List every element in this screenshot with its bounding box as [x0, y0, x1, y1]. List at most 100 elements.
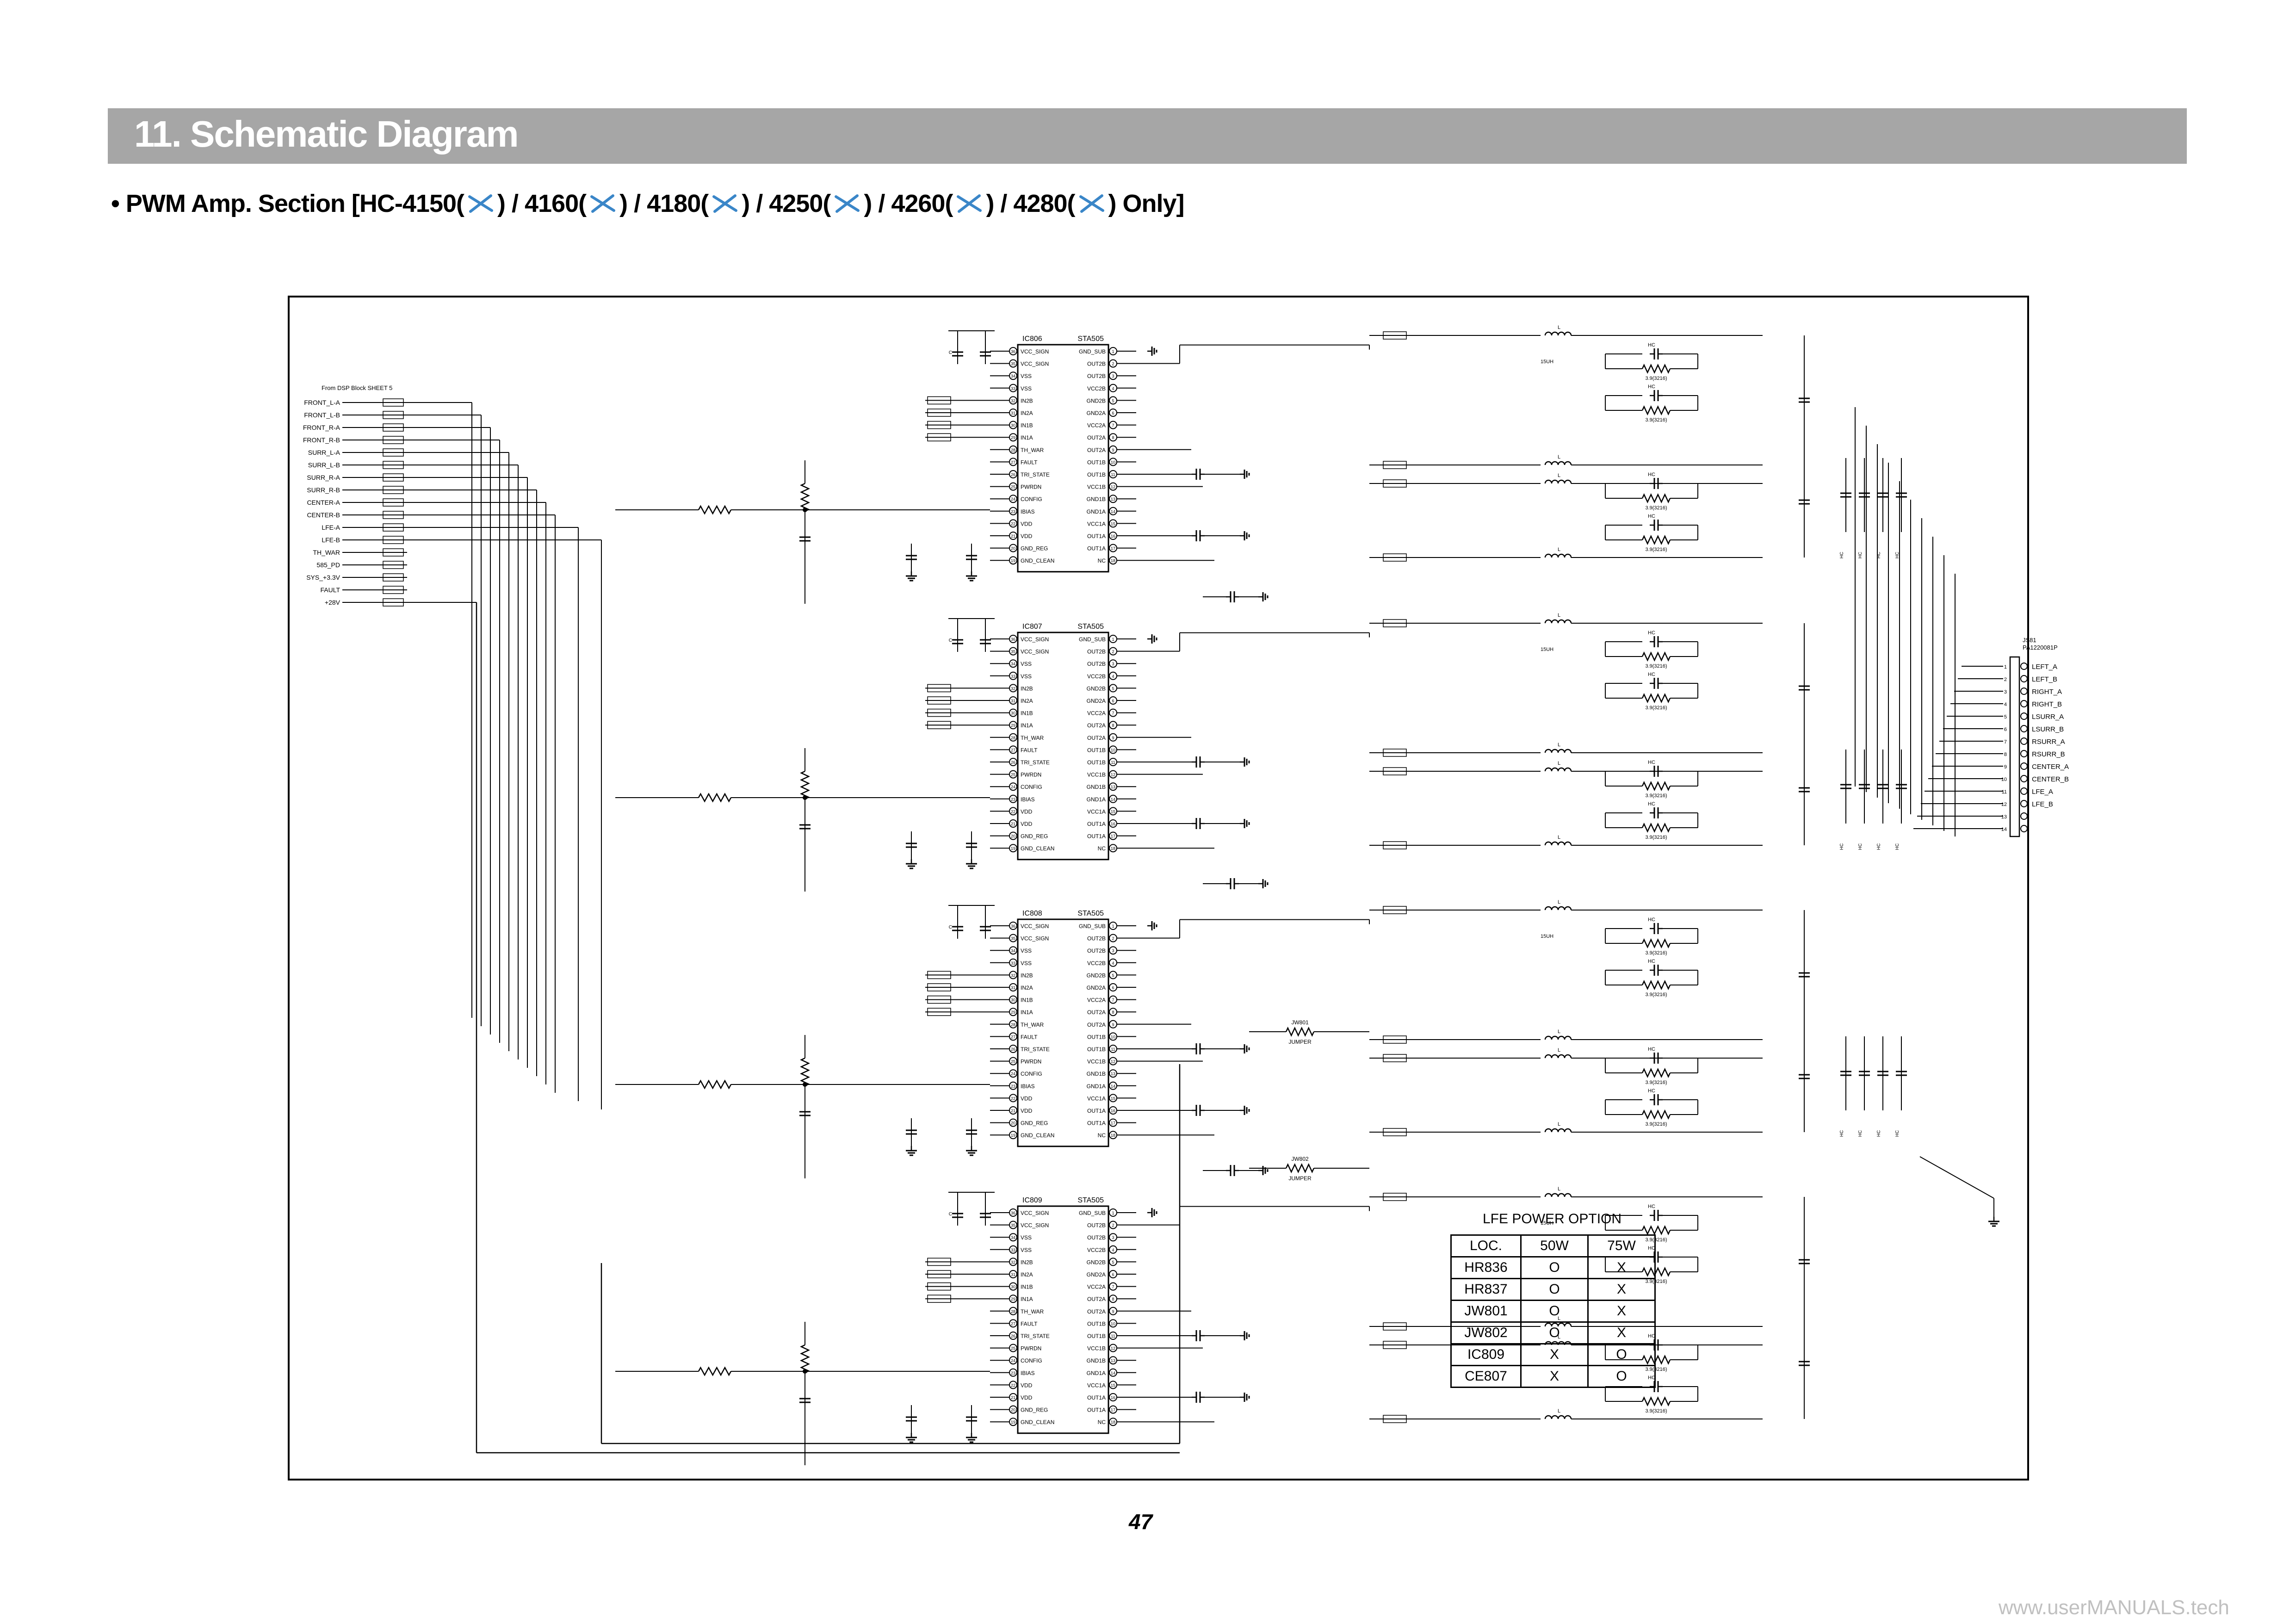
table-cell: O — [1520, 1300, 1589, 1323]
pin-name: VSS — [1021, 373, 1032, 379]
pin-number: 28 — [1011, 1022, 1015, 1027]
resistor-icon — [698, 1079, 732, 1090]
pin-name: IN1B — [1021, 422, 1033, 429]
pin-number: 32 — [1011, 1260, 1015, 1264]
pin-number: 29 — [1011, 1297, 1015, 1301]
pin-number: 14 — [1111, 797, 1115, 802]
pin-number: 30 — [1011, 998, 1015, 1003]
table-cell: O — [1520, 1278, 1589, 1301]
connector-pin-icon — [2020, 700, 2028, 707]
table-row: JW801 O X — [1450, 1300, 1656, 1323]
section-title: 11. Schematic Diagram — [134, 113, 519, 155]
component-value: 3.9(3216) — [1645, 705, 1667, 711]
pin-name: IN2A — [1021, 985, 1033, 991]
table-cell: JW802 — [1450, 1321, 1522, 1344]
pin-name: IN2A — [1021, 698, 1033, 704]
component-label: HC — [1648, 342, 1655, 348]
pin-number: 31 — [1011, 1272, 1015, 1277]
pin-number: 9 — [1112, 448, 1114, 452]
inductor-label: L — [1558, 1186, 1560, 1192]
pin-name: TRI_STATE — [1021, 759, 1050, 766]
pin-number: 24 — [1011, 497, 1015, 502]
wire — [1919, 1156, 1994, 1199]
pin-number: 22 — [1011, 1383, 1015, 1388]
pin-number: 20 — [1011, 1408, 1015, 1412]
resistor-icon — [1641, 1396, 1671, 1406]
pin-number: 20 — [1011, 546, 1015, 551]
input-signal-label: SURR_L-B — [308, 461, 340, 469]
inductor-value: 15UH — [1541, 647, 1553, 652]
table-header-cell: LOC. — [1450, 1234, 1522, 1258]
net-tag — [383, 498, 404, 507]
pin-number: 17 — [1111, 1121, 1115, 1126]
pin-name: OUT1A — [1087, 1120, 1106, 1127]
pin-name: GND2B — [1087, 972, 1106, 979]
pin-number: 32 — [1011, 686, 1015, 691]
pin-name: NC — [1098, 1419, 1106, 1425]
component-value: 3.9(3216) — [1645, 1408, 1667, 1414]
pin-name: VDD — [1021, 1382, 1033, 1388]
pin-number: 6 — [1112, 985, 1114, 990]
pin-number: 10 — [1111, 460, 1115, 465]
net-tag — [383, 536, 404, 544]
connector-pin-number: 12 — [2001, 802, 2007, 807]
pin-name: OUT1A — [1087, 533, 1106, 539]
input-signal-label: TH_WAR — [313, 549, 340, 556]
net-tag — [927, 1258, 951, 1266]
net-tag — [383, 486, 404, 494]
pin-name: TH_WAR — [1021, 1308, 1044, 1315]
pin-name: IN2B — [1021, 397, 1033, 404]
component-label: HC — [1648, 1088, 1655, 1094]
pin-number: 35 — [1011, 936, 1015, 941]
pin-name: VCC_SIGN — [1021, 1222, 1049, 1229]
resistor-icon — [1641, 1068, 1671, 1078]
ic-ref: IC808 — [1022, 910, 1042, 917]
table-cell: HR837 — [1450, 1278, 1522, 1301]
inductor-icon — [1544, 767, 1572, 772]
ic-body — [1017, 1205, 1109, 1434]
pin-number: 29 — [1011, 1010, 1015, 1015]
net-tag — [1383, 1035, 1407, 1044]
pin-name: GND_SUB — [1079, 348, 1106, 355]
pin-number: 34 — [1011, 948, 1015, 953]
pin-name: OUT1B — [1087, 1320, 1106, 1327]
pin-name: FAULT — [1021, 747, 1038, 753]
pin-number: 12 — [1111, 1346, 1115, 1351]
net-tag — [1383, 479, 1407, 488]
inductor-icon — [1544, 906, 1572, 911]
pin-number: 8 — [1112, 723, 1114, 728]
table-cell: X — [1587, 1256, 1656, 1279]
pin-name: VDD — [1021, 1095, 1033, 1102]
source-note: From DSP Block SHEET 5 — [322, 384, 392, 391]
pin-name: IN2B — [1021, 972, 1033, 979]
net-tag — [383, 448, 404, 457]
pin-name: VCC2A — [1087, 710, 1106, 717]
component-label: HC — [1648, 959, 1655, 964]
ic-part-number: STA505 — [1077, 910, 1104, 917]
pin-name: TRI_STATE — [1021, 1046, 1050, 1053]
pin-name: PWRDN — [1021, 484, 1041, 490]
ic-ref: IC806 — [1022, 335, 1042, 343]
connector-pin-number: 10 — [2001, 777, 2007, 782]
net-tag — [383, 423, 404, 432]
pin-number: 30 — [1011, 423, 1015, 428]
pin-number: 15 — [1111, 1096, 1115, 1101]
pin-number: 25 — [1011, 773, 1015, 777]
pin-number: 1 — [1112, 1211, 1114, 1215]
jumper-label: JUMPER — [1288, 1039, 1312, 1045]
pin-name: OUT2A — [1087, 434, 1106, 441]
connector-pin-label: RIGHT_A — [2032, 688, 2062, 696]
pin-name: NC — [1098, 558, 1106, 564]
net-tag — [383, 461, 404, 469]
pin-number: 19 — [1011, 1420, 1015, 1425]
cap-label: HC — [1839, 1130, 1844, 1137]
pin-number: 36 — [1011, 1211, 1015, 1215]
cap-label: HC — [1876, 1130, 1881, 1137]
pin-name: VCC2B — [1087, 385, 1106, 392]
junction-dot — [803, 1082, 807, 1087]
pin-number: 15 — [1111, 521, 1115, 526]
pin-number: 16 — [1111, 822, 1115, 826]
pin-number: 28 — [1011, 448, 1015, 452]
pin-name: VDD — [1021, 520, 1033, 527]
component-label: HC — [1648, 514, 1655, 519]
